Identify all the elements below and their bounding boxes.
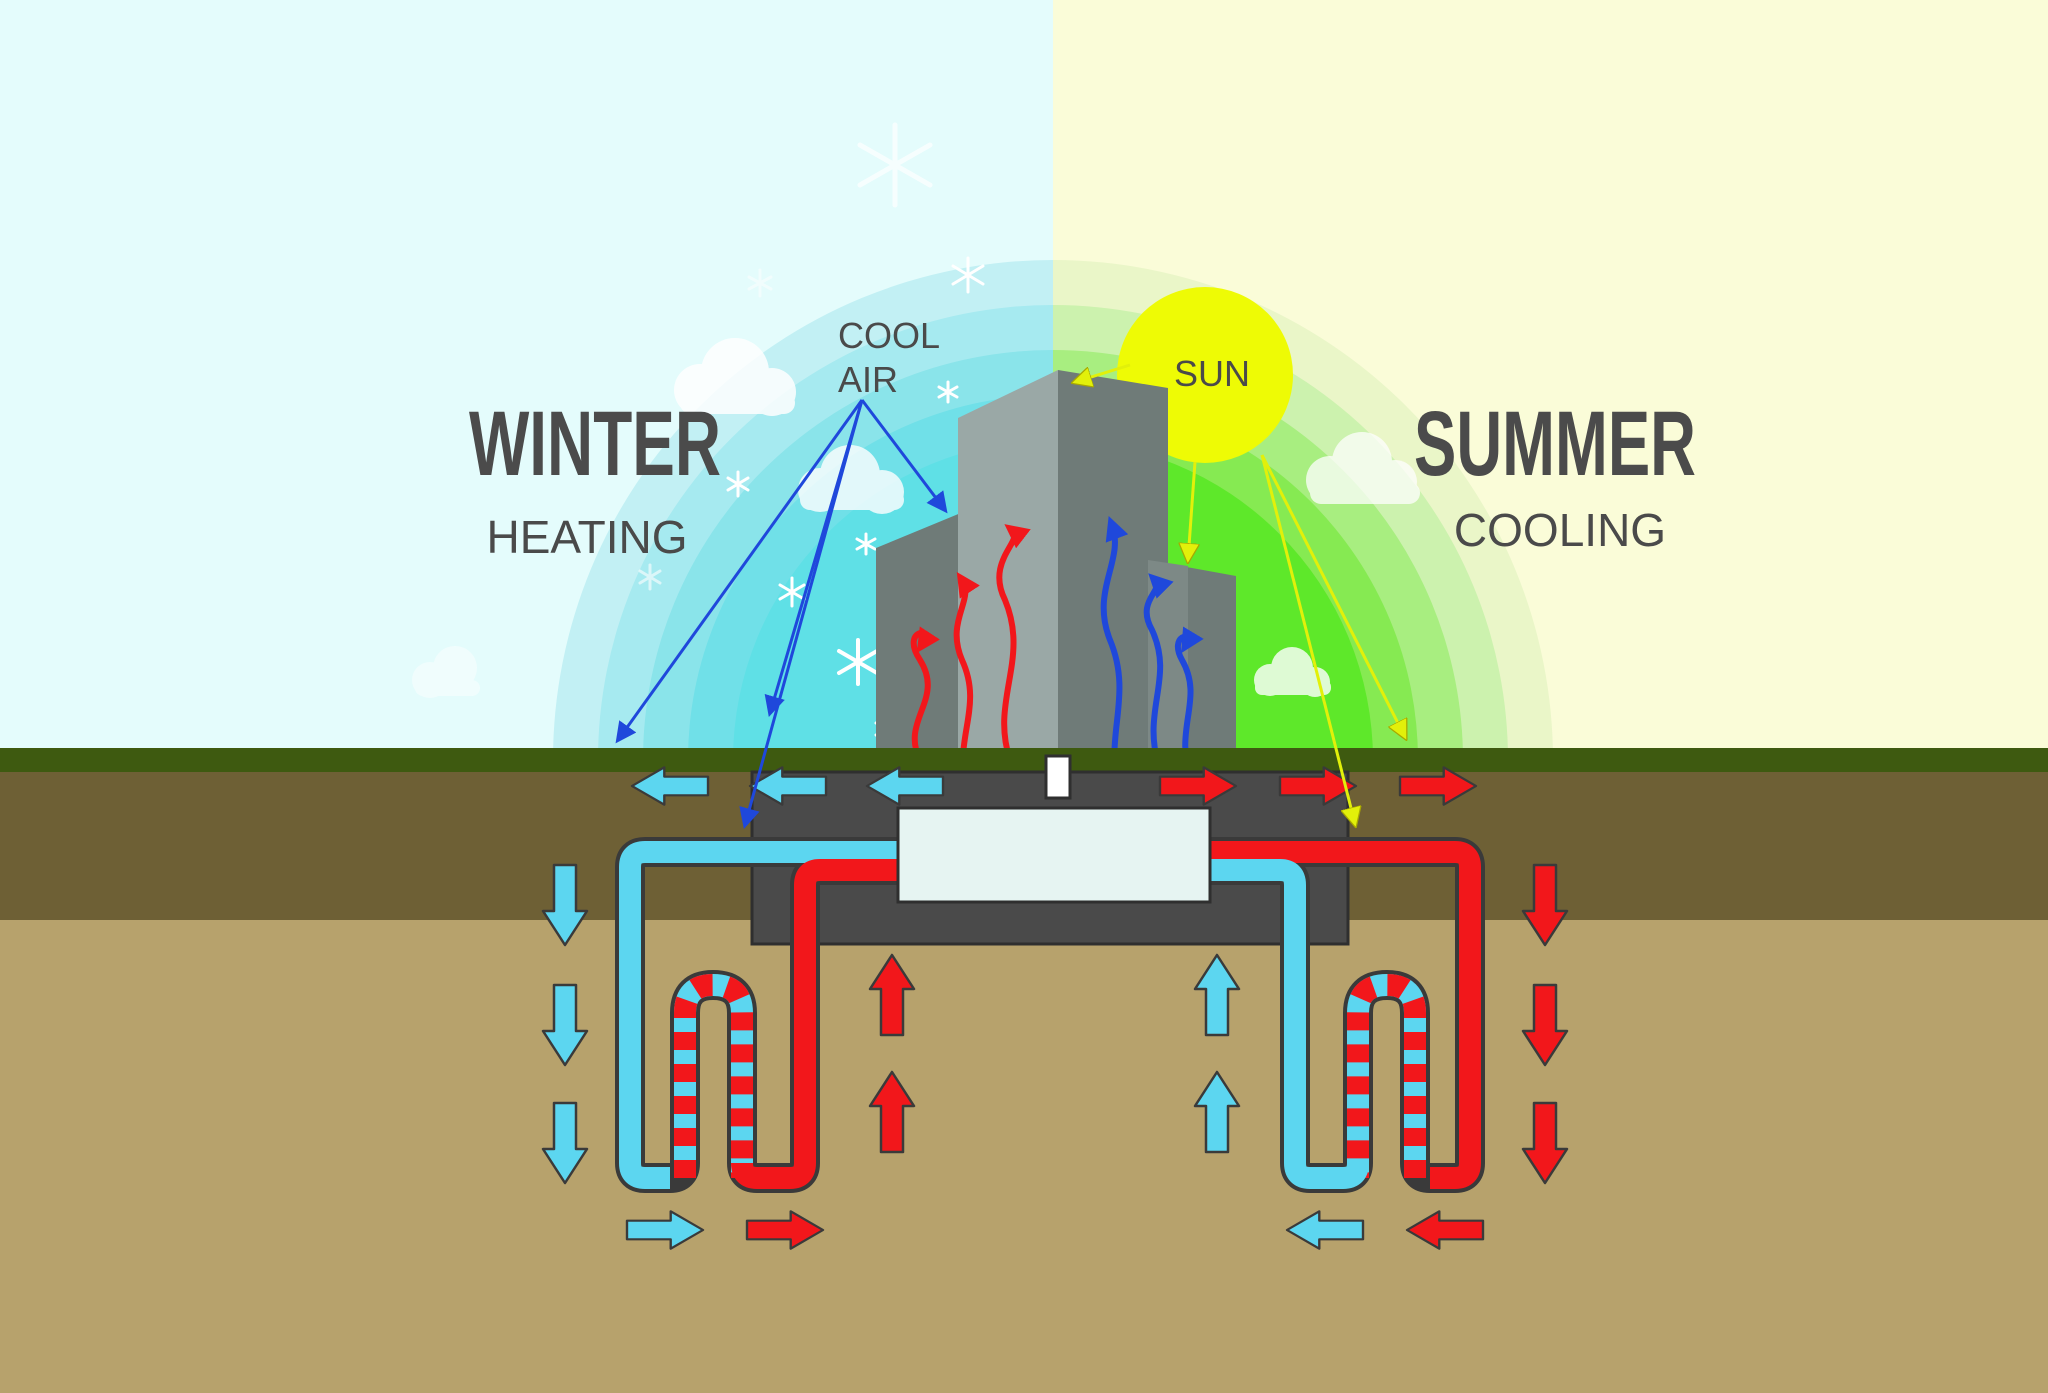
snowflake-icon [937, 380, 959, 404]
grass-strip [0, 748, 2048, 772]
snowflake-icon [855, 532, 877, 556]
sun-label: SUN [1174, 353, 1250, 394]
snowflake-icon [747, 268, 773, 298]
summer-title: SUMMER [1414, 393, 1696, 495]
cloud-icon [412, 646, 480, 698]
subsoil-layer [0, 920, 2048, 1393]
sun-ray-arrows [1075, 363, 1405, 824]
snowflake-icon [951, 256, 985, 294]
snowflake-icon [638, 563, 662, 591]
cloud-icon [1254, 647, 1331, 697]
cooling-subtitle: COOLING [1454, 504, 1666, 556]
heat-exchanger-panel [896, 806, 1212, 904]
cloud-icon [1306, 432, 1420, 504]
cloud-icon [674, 338, 796, 416]
snowflake-icon [778, 576, 806, 608]
heat-pump-vent [1044, 754, 1072, 800]
cool-air-pointer-arrows [615, 399, 948, 830]
left-ground-loop [615, 837, 900, 1193]
cool-air-label-line1: COOL [838, 315, 940, 356]
cool-air-label-line2: AIR [838, 359, 898, 400]
right-ground-loop [1200, 837, 1485, 1193]
snowflake-icon [857, 122, 933, 208]
snowflake-icon [726, 470, 750, 498]
snowflake-icon [837, 638, 879, 686]
winter-title: WINTER [469, 393, 721, 495]
heating-subtitle: HEATING [486, 511, 687, 563]
